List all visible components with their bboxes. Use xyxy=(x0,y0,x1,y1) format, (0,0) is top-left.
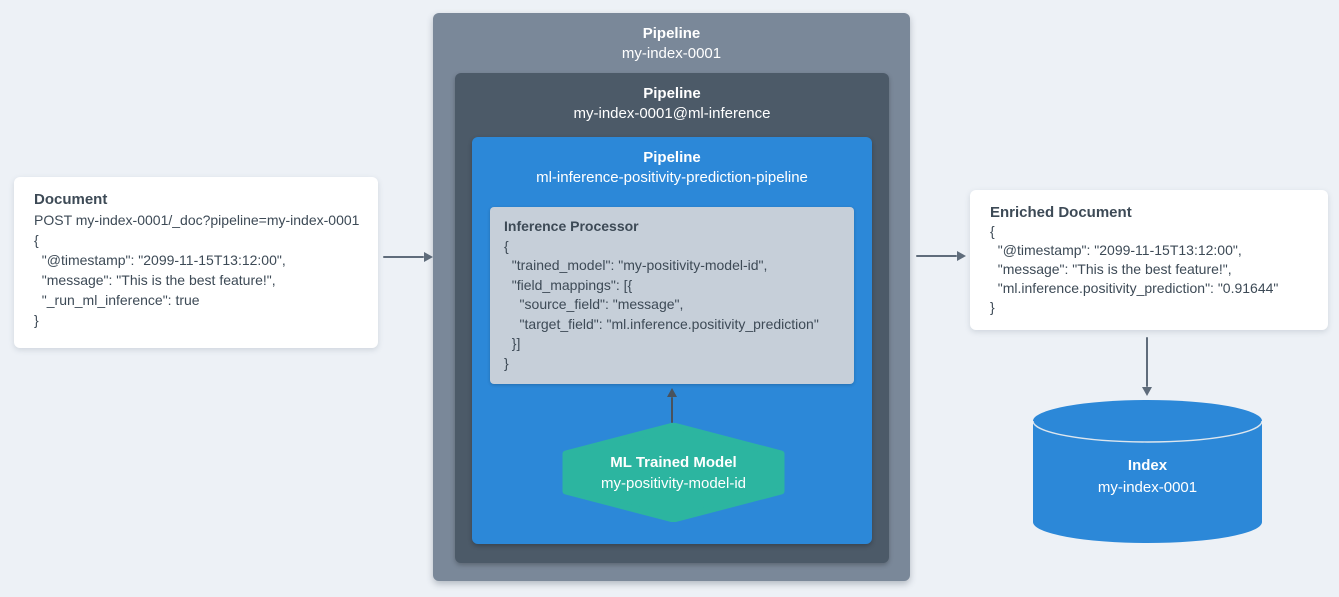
index-label: Index my-index-0001 xyxy=(1033,455,1262,499)
up-arrow-icon xyxy=(666,388,678,423)
pipeline-ml-inference-name: my-index-0001@ml-inference xyxy=(573,105,771,122)
right-arrow-icon xyxy=(916,250,966,262)
database-cylinder-icon xyxy=(1032,400,1263,543)
index-name: my-index-0001 xyxy=(1097,479,1198,496)
index-cylinder: Index my-index-0001 xyxy=(1032,400,1263,543)
ml-trained-model-name: my-positivity-model-id xyxy=(600,474,747,492)
processor-code-line: } xyxy=(504,354,509,371)
document-card: Document POST my-index-0001/_doc?pipelin… xyxy=(14,177,378,348)
pipeline-outer-label: Pipeline xyxy=(642,25,701,42)
enriched-code-line: "@timestamp": "2099-11-15T13:12:00", xyxy=(990,242,1242,258)
pipeline-prediction-header: Pipeline ml-inference-positivity-predict… xyxy=(472,137,872,188)
enriched-document-card: Enriched Document { "@timestamp": "2099-… xyxy=(970,190,1328,330)
pipeline-outer-header: Pipeline my-index-0001 xyxy=(433,13,910,64)
processor-code-line: { xyxy=(504,237,509,254)
processor-code-line: "field_mappings": [{ xyxy=(504,276,633,293)
enriched-document-title: Enriched Document xyxy=(990,204,1132,221)
pipeline-prediction-name: ml-inference-positivity-prediction-pipel… xyxy=(536,169,808,186)
enriched-code-line: { xyxy=(990,223,995,239)
processor-code-line: "trained_model": "my-positivity-model-id… xyxy=(504,257,768,273)
arrow-head xyxy=(667,388,677,397)
processor-code-line: "target_field": "ml.inference.positivity… xyxy=(504,315,819,332)
document-card-title: Document xyxy=(34,191,108,208)
inference-processor-box: Inference Processor { "trained_model": "… xyxy=(490,207,854,384)
pipeline-ml-inference-box: Pipeline my-index-0001@ml-inference Pipe… xyxy=(455,73,889,563)
pipeline-prediction-box: Pipeline ml-inference-positivity-predict… xyxy=(472,137,872,544)
arrow-shaft xyxy=(670,397,674,423)
pipeline-outer-box: Pipeline my-index-0001 Pipeline my-index… xyxy=(433,13,910,581)
enriched-code-line: } xyxy=(990,299,995,315)
arrow-shaft xyxy=(383,255,424,259)
processor-code-line: }] xyxy=(504,335,521,351)
arrow-head xyxy=(957,251,966,261)
document-code-line: "@timestamp": "2099-11-15T13:12:00", xyxy=(34,252,286,268)
ml-trained-model-hexagon: ML Trained Model my-positivity-model-id xyxy=(562,423,785,522)
enriched-code-line: "message": "This is the best feature!", xyxy=(990,261,1232,277)
arrow-head xyxy=(424,252,433,262)
ml-trained-model-label: ML Trained Model my-positivity-model-id xyxy=(562,423,785,522)
inference-processor-title: Inference Processor xyxy=(504,218,639,234)
document-code-line: POST my-index-0001/_doc?pipeline=my-inde… xyxy=(34,212,360,228)
ml-trained-model-title: ML Trained Model xyxy=(610,453,737,471)
enriched-code-line: "ml.inference.positivity_prediction": "0… xyxy=(990,280,1279,296)
pipeline-ml-inference-label: Pipeline xyxy=(643,85,701,102)
arrow-shaft xyxy=(1145,337,1149,387)
down-arrow-icon xyxy=(1141,337,1153,396)
arrow-shaft xyxy=(916,254,957,258)
document-code-line: } xyxy=(34,312,39,328)
processor-code-line: "source_field": "message", xyxy=(504,296,684,312)
right-arrow-icon xyxy=(383,251,433,263)
document-code-line: "message": "This is the best feature!", xyxy=(34,272,276,288)
pipeline-prediction-label: Pipeline xyxy=(643,149,701,166)
pipeline-outer-name: my-index-0001 xyxy=(621,45,722,62)
document-code-line: "_run_ml_inference": true xyxy=(34,292,200,308)
hexagon-shape-icon xyxy=(562,423,785,522)
pipeline-ml-inference-header: Pipeline my-index-0001@ml-inference xyxy=(455,73,889,124)
arrow-head xyxy=(1142,387,1152,396)
index-title: Index xyxy=(1127,457,1168,474)
document-code-line: { xyxy=(34,232,39,248)
